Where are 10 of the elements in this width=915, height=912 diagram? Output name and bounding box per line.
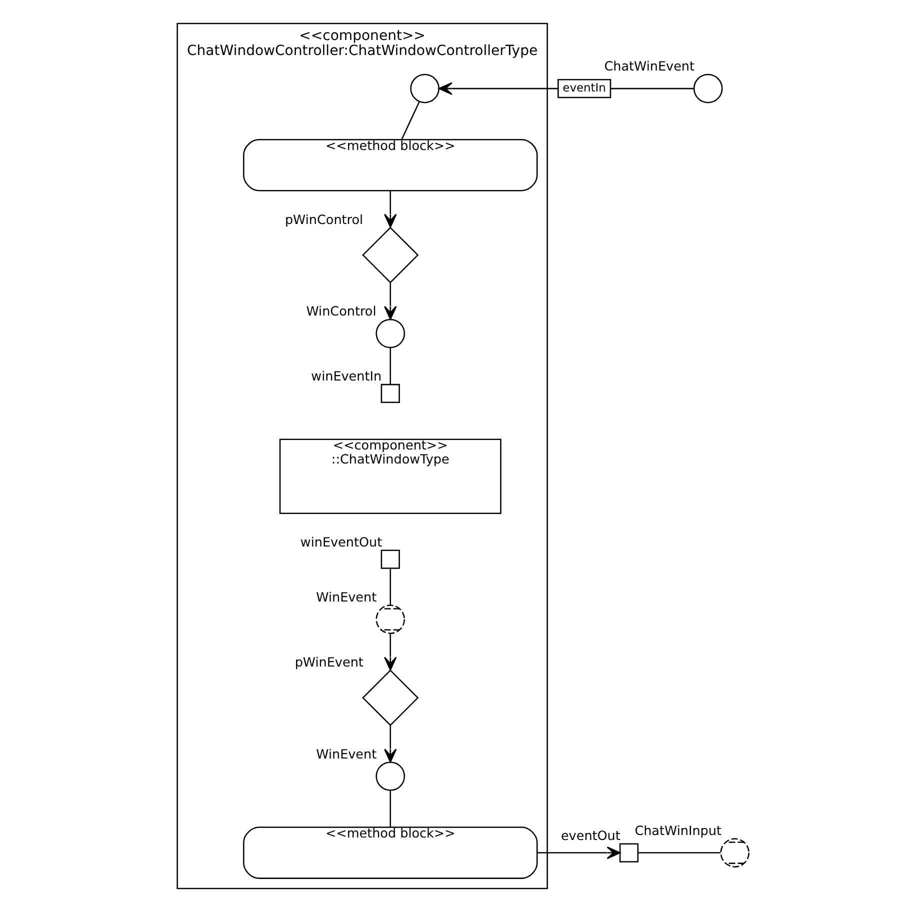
node-label: ChatWinEvent	[604, 60, 694, 75]
node-label: WinControl	[306, 304, 376, 320]
node-label: pWinEvent	[294, 656, 363, 671]
node-label: pWinControl	[284, 212, 363, 228]
node-label: WinEvent	[316, 747, 376, 762]
node-label: winEventIn	[310, 370, 382, 385]
node-label: WinEvent	[316, 590, 376, 606]
node-label: winEventOut	[300, 536, 382, 551]
node-label: eventOut	[560, 829, 620, 844]
node-label: ChatWinInput	[634, 824, 721, 839]
